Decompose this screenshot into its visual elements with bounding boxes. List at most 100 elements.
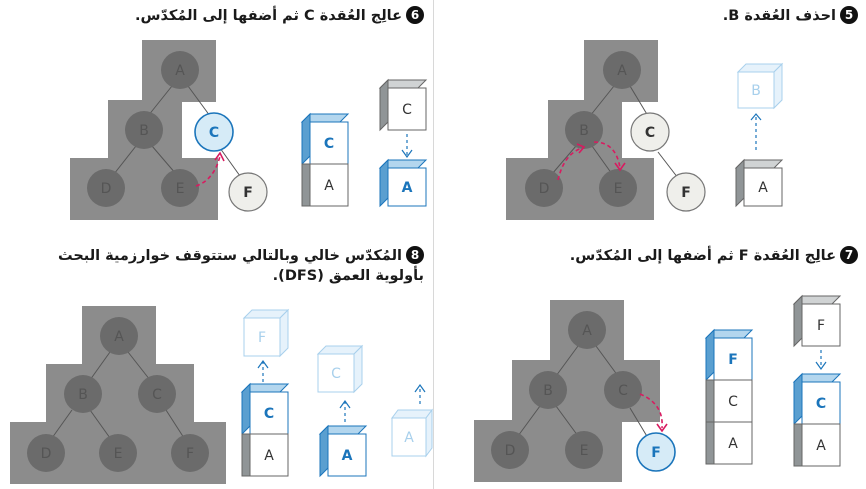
faded-c-front xyxy=(317,353,355,393)
edge-b-e xyxy=(89,409,111,439)
cube-a2-front xyxy=(387,167,427,207)
cube-a-label: A xyxy=(264,448,274,464)
cube-c-front xyxy=(249,391,289,435)
pop-arrow-head-3 xyxy=(414,383,426,393)
node-f xyxy=(666,172,706,212)
cube-a2-front xyxy=(801,423,841,467)
edge-c-f xyxy=(629,407,649,439)
cube-c-side xyxy=(241,382,251,436)
pop-arrow-head xyxy=(750,113,762,121)
step-7-tree: A B C D E F xyxy=(474,300,676,482)
cube-c-label: C xyxy=(264,406,274,422)
step-5-tree: A B C D E F xyxy=(506,40,706,220)
faded-c-side xyxy=(353,344,363,394)
step-8-text-1: المُكدّس خالي وبالتالي ستتوقف خوارزمية ا… xyxy=(57,248,402,264)
edge-b-e xyxy=(591,145,613,175)
edge-b-d xyxy=(51,409,73,439)
node-c xyxy=(604,371,642,409)
node-b-label: B xyxy=(78,387,88,403)
pop-arrow-head-1 xyxy=(257,359,269,369)
node-e xyxy=(161,169,199,207)
traversal-arrow-down xyxy=(593,141,621,169)
edge-c-f xyxy=(165,409,185,439)
cube-a-label: A xyxy=(758,180,768,196)
step-7-stack-after: F C A xyxy=(792,294,842,467)
step-5-caption: 5احذف العُقدة B. xyxy=(438,6,858,26)
cube-a-front xyxy=(713,421,753,465)
node-d-label: D xyxy=(41,446,52,462)
node-a-label: A xyxy=(617,63,627,79)
node-b-label: B xyxy=(579,123,589,139)
step-7-badge: 7 xyxy=(840,246,858,264)
step-8-badge: 8 xyxy=(406,246,424,264)
edge-a-b xyxy=(147,85,173,117)
node-e-label: E xyxy=(580,443,589,459)
cube-a-front xyxy=(249,433,289,477)
cube-f-label: F xyxy=(728,352,738,368)
node-b xyxy=(529,371,567,409)
cube-a-label: A xyxy=(324,178,334,194)
faded-a-front xyxy=(391,417,427,457)
node-d xyxy=(87,169,125,207)
cube-a-side xyxy=(735,158,745,208)
step-7-stack-before: F C A xyxy=(704,328,754,465)
step-6-badge: 6 xyxy=(406,6,424,24)
step-7-diagram: A B C D E F F C A F xyxy=(474,294,842,482)
edge-b-d xyxy=(113,145,137,175)
step-6-caption: 6عالِج العُقدة C ثم أضفها إلى المُكدّس. xyxy=(4,6,424,26)
cube-c2-side xyxy=(793,372,803,426)
node-c xyxy=(138,375,176,413)
cube-a2-label: A xyxy=(342,448,353,464)
step-8-diagram: A B C D E F F C A C A xyxy=(10,306,433,484)
node-e xyxy=(565,431,603,469)
step-6-stack-before: C A xyxy=(300,112,350,207)
node-d-label: D xyxy=(101,181,112,197)
cube-a-side xyxy=(705,421,715,465)
pushed-f-label: F xyxy=(817,318,825,334)
node-f xyxy=(636,432,676,472)
cube-b-side xyxy=(773,62,783,110)
edge-b-e xyxy=(151,145,177,175)
cube-a2-label: A xyxy=(816,438,826,454)
pushed-c-label: C xyxy=(402,102,412,118)
pushed-f-front xyxy=(801,303,841,347)
cube-a2-side xyxy=(379,158,389,208)
node-e xyxy=(99,434,137,472)
node-a xyxy=(161,51,199,89)
traversal-arrow xyxy=(639,393,663,429)
traversal-arrow-up xyxy=(557,147,583,181)
node-c-label: C xyxy=(618,383,628,399)
cube-a-front xyxy=(309,163,349,207)
step-6-stack-after: C A xyxy=(378,78,428,208)
node-f xyxy=(171,434,209,472)
node-f-label: F xyxy=(243,185,253,201)
edge-a-b xyxy=(589,85,615,117)
cube-c2-front xyxy=(801,381,841,425)
faded-a-label: A xyxy=(404,430,414,446)
step-7-text: عالِج العُقدة F ثم أضفها إلى المُكدّس. xyxy=(569,248,836,264)
node-a xyxy=(603,51,641,89)
edge-b-d xyxy=(517,405,541,437)
cube-f-side xyxy=(705,328,715,382)
cube-a2-label: A xyxy=(402,180,413,196)
cube-a-front xyxy=(743,167,783,207)
cube-c-side xyxy=(301,112,311,166)
step-8-text-2: بأولوية العمق (DFS). xyxy=(272,268,424,284)
node-f-label: F xyxy=(681,185,691,201)
edge-a-c xyxy=(127,351,151,381)
step-7-caption: 7عالِج العُقدة F ثم أضفها إلى المُكدّس. xyxy=(438,246,858,266)
node-a-label: A xyxy=(114,329,124,345)
node-b-label: B xyxy=(139,123,149,139)
cube-b-label: B xyxy=(751,83,761,99)
step-5-text: احذف العُقدة B. xyxy=(722,8,836,24)
traversal-arrow xyxy=(195,155,221,187)
node-c xyxy=(194,112,234,152)
traversal-arrow-head-down xyxy=(614,162,626,172)
node-f-label: F xyxy=(651,445,661,461)
step-5-badge: 5 xyxy=(840,6,858,24)
node-d xyxy=(491,431,529,469)
node-f-label: F xyxy=(186,446,194,462)
node-c-label: C xyxy=(209,125,219,141)
node-a-label: A xyxy=(175,63,185,79)
node-b-label: B xyxy=(543,383,553,399)
